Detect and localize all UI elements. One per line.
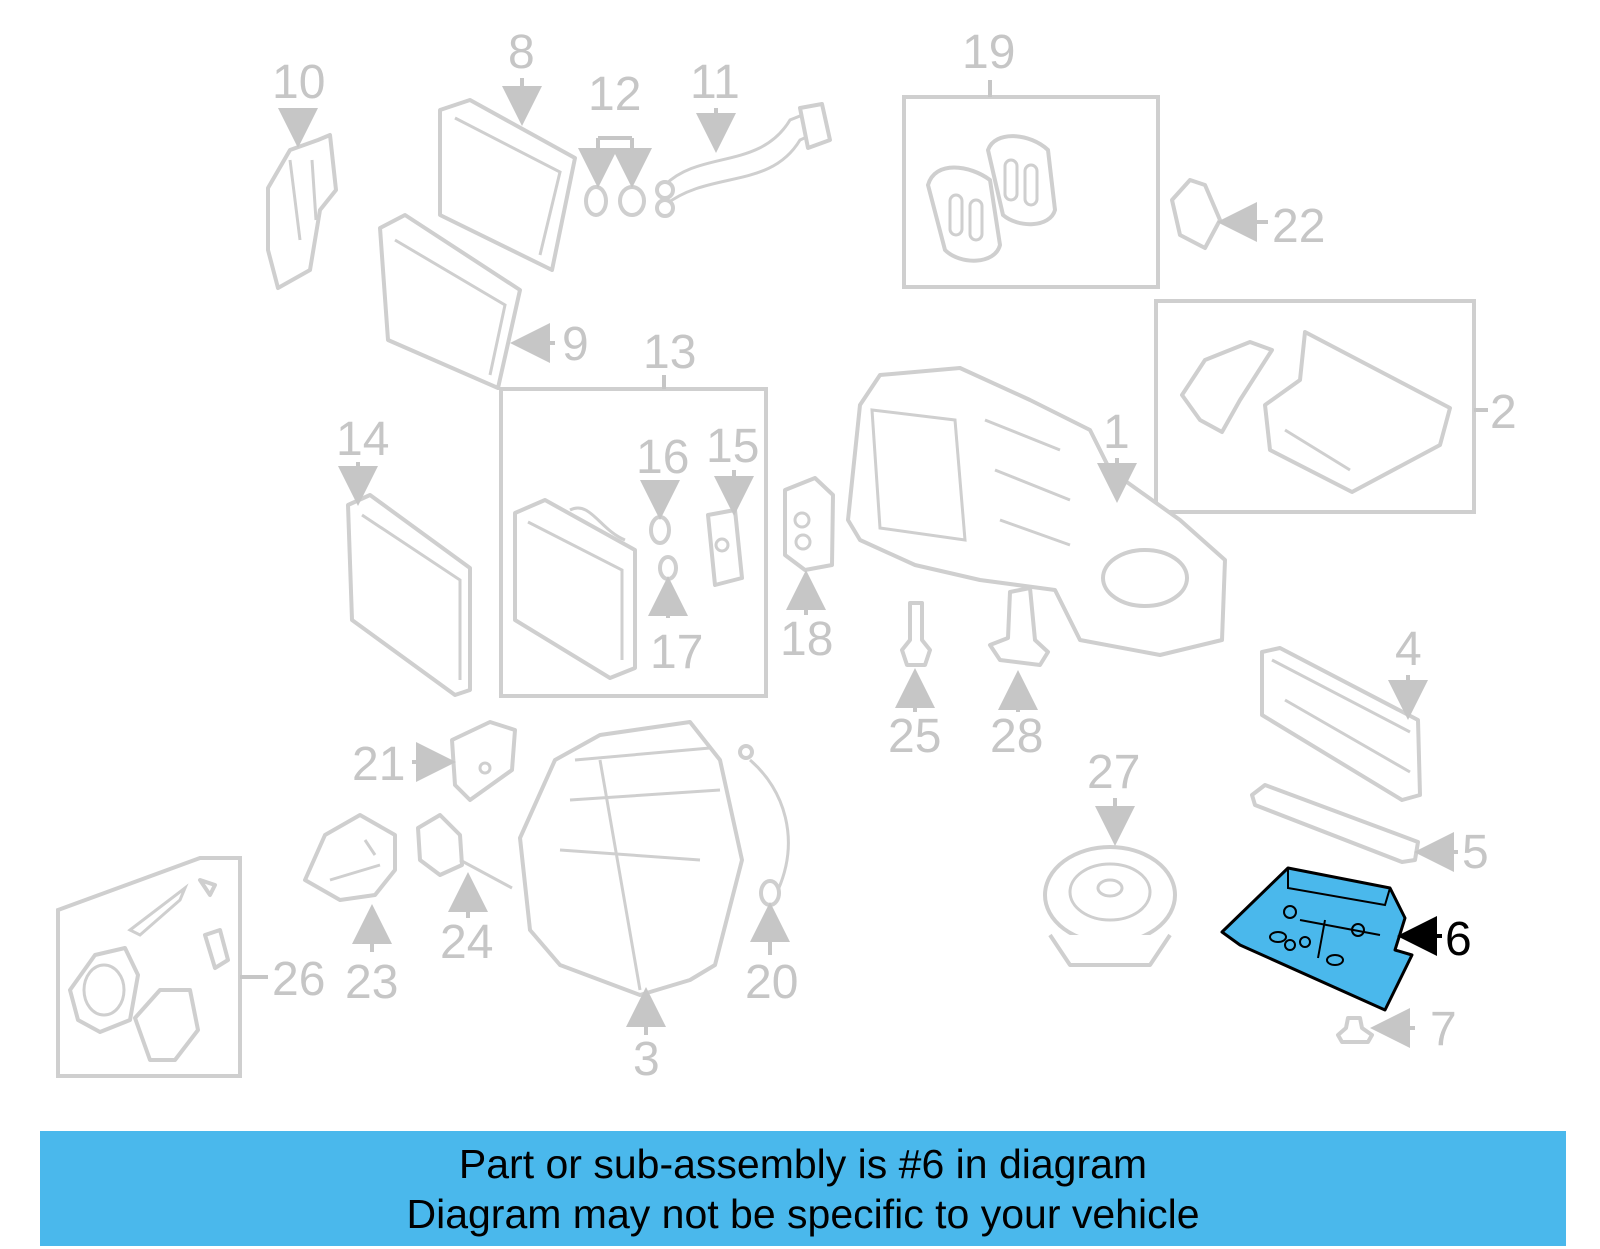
callout-20: 20 [745, 956, 798, 1009]
part-23-actuator [303, 813, 397, 902]
part-13-evaporator [513, 498, 637, 680]
part-8-heater-core [438, 98, 577, 272]
callout-9: 9 [562, 318, 589, 371]
callout-18: 18 [780, 613, 833, 666]
callout-10: 10 [272, 56, 325, 109]
banner-line-part: Part or sub-assembly is #6 in diagram [458, 1141, 1148, 1187]
callout-8: 8 [508, 26, 535, 79]
part-26-components [68, 878, 230, 1062]
part-6-cover-highlighted [1220, 866, 1414, 1012]
part-28-resistor [988, 586, 1050, 667]
part-12-o-rings [584, 185, 646, 217]
part-20-hose [738, 744, 790, 907]
group-box-19 [902, 95, 1160, 289]
callout-11: 11 [690, 56, 740, 109]
part-21-actuator [450, 720, 517, 802]
part-11-pipe [655, 102, 832, 218]
part-1-hvac-housing [846, 366, 1227, 657]
part-3-housing [518, 720, 744, 997]
part-10-bracket [266, 133, 338, 290]
part-22-sensor [1170, 178, 1222, 250]
callout-25: 25 [888, 710, 941, 763]
callout-23: 23 [345, 956, 398, 1009]
callout-3: 3 [633, 1033, 660, 1086]
part-4-cabin-filter [1260, 646, 1422, 802]
info-banner: Part or sub-assembly is #6 in diagram Di… [40, 1131, 1566, 1246]
part-14-frame [346, 493, 472, 697]
callout-19: 19 [962, 26, 1015, 79]
callout-21: 21 [352, 738, 405, 791]
part-9-panel [378, 213, 522, 390]
callout-4: 4 [1395, 623, 1422, 676]
callout-17: 17 [650, 626, 703, 679]
part-25-sensor [900, 601, 932, 667]
callout-26: 26 [272, 953, 325, 1006]
part-24-sensor [416, 813, 513, 890]
group-box-13 [499, 387, 768, 698]
callout-22: 22 [1272, 200, 1325, 253]
part-15-expansion-valve [706, 508, 744, 587]
callout-15: 15 [706, 420, 759, 473]
part-18-connector [783, 476, 835, 572]
banner-line-disclaimer: Diagram may not be specific to your vehi… [406, 1191, 1200, 1237]
part-27-blower-motor [1043, 845, 1177, 967]
callout-16: 16 [636, 431, 689, 484]
part-16-o-ring [649, 515, 671, 545]
callout-5: 5 [1462, 826, 1489, 879]
callout-24: 24 [440, 916, 493, 969]
parts-diagram: 10 8 9 12 11 19 [56, 26, 1517, 1086]
part-17-o-ring [658, 555, 678, 581]
callout-7: 7 [1430, 1003, 1457, 1056]
group-box-26 [56, 856, 242, 1078]
callout-13: 13 [643, 326, 696, 379]
callout-2: 2 [1490, 386, 1517, 439]
group-box-2 [1154, 299, 1476, 514]
part-7-clip [1336, 1016, 1374, 1044]
callout-27: 27 [1087, 746, 1140, 799]
part-2-components [1180, 330, 1452, 494]
callout-28: 28 [990, 710, 1043, 763]
callout-12: 12 [588, 68, 641, 121]
callout-1: 1 [1103, 406, 1130, 459]
callout-14: 14 [336, 413, 389, 466]
part-19-seals [926, 134, 1057, 263]
callout-6: 6 [1445, 913, 1472, 966]
